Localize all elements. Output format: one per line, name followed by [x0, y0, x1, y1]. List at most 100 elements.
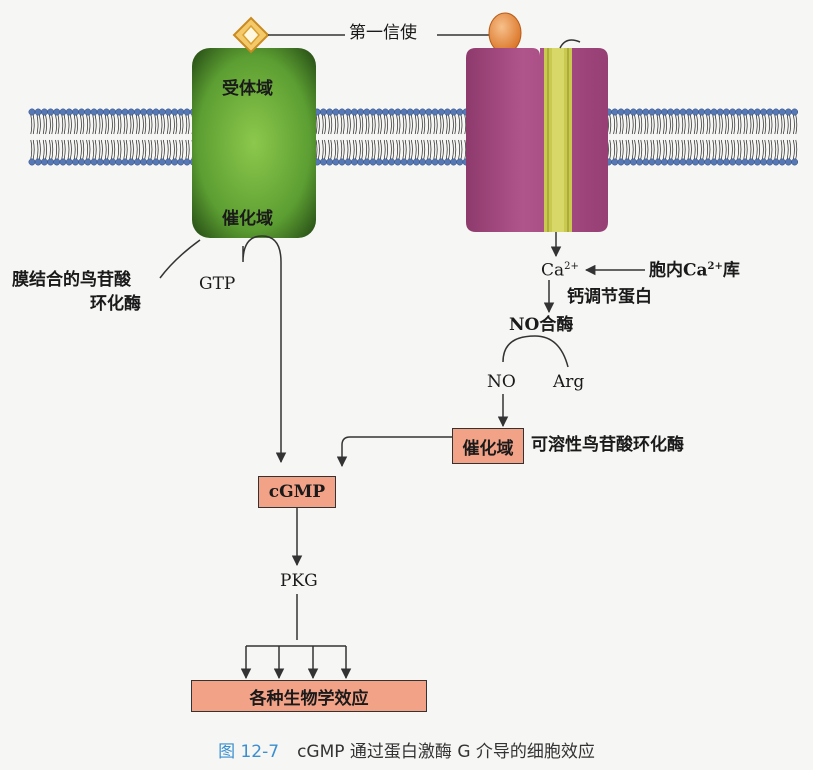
lipid-tail	[687, 139, 690, 160]
lipid-tail	[163, 139, 165, 160]
lipid-tail	[156, 114, 159, 135]
lipid-head	[152, 108, 160, 116]
lipid-tail	[342, 114, 345, 135]
lipid-tail	[789, 139, 791, 160]
lipid-tail	[318, 114, 320, 135]
lipid-tail	[61, 139, 64, 160]
lipid-tail	[452, 139, 454, 160]
lipid-tail	[640, 114, 643, 135]
lipid-head	[617, 158, 625, 166]
lipid-head	[28, 158, 36, 166]
lipid-tail	[70, 114, 72, 135]
lipid-tail	[439, 114, 442, 135]
lipid-head	[710, 108, 718, 116]
lipid-head	[704, 108, 712, 116]
lipid-head	[673, 158, 681, 166]
ligand-diamond-icon	[232, 16, 270, 54]
lipid-tail	[743, 114, 746, 135]
lipid-head	[716, 158, 724, 166]
lipid-tail	[733, 139, 736, 160]
arg-label: Arg	[553, 372, 585, 392]
lipid-tail	[398, 114, 401, 135]
lipid-tail	[154, 139, 157, 160]
biological-effects-box: 各种生物学效应	[191, 680, 427, 712]
lipid-head	[716, 108, 724, 116]
lipid-tail	[783, 114, 785, 135]
lipid-tail	[142, 114, 144, 135]
lipid-head	[177, 108, 185, 116]
lipid-tail	[739, 139, 742, 160]
lipid-head	[729, 158, 737, 166]
lipid-head	[611, 158, 619, 166]
lipid-tail	[727, 139, 729, 160]
calmodulin-label: 钙调节蛋白	[567, 287, 652, 307]
lipid-tail	[73, 139, 76, 160]
lipid-head	[146, 158, 154, 166]
lipid-tail	[111, 114, 113, 135]
lipid-head	[667, 108, 675, 116]
lipid-tail	[330, 114, 333, 135]
lipid-tail	[346, 139, 349, 160]
lipid-head	[784, 158, 792, 166]
lipid-head	[158, 158, 166, 166]
lipid-tail	[32, 139, 35, 160]
lipid-tail	[700, 114, 702, 135]
lipid-tail	[414, 114, 417, 135]
lipid-tail	[138, 114, 140, 135]
lipid-tail	[88, 139, 91, 160]
lipid-head	[338, 158, 346, 166]
lipid-head	[171, 158, 179, 166]
lipid-head	[357, 158, 365, 166]
lipid-tail	[634, 139, 636, 160]
soluble-gc-label: 可溶性鸟苷酸环化酶	[531, 435, 684, 455]
lipid-tail	[662, 114, 665, 135]
lipid-tail	[367, 114, 370, 135]
lipid-tail	[646, 114, 649, 135]
lipid-tail	[737, 114, 739, 135]
lipid-head	[388, 158, 396, 166]
lipid-head	[629, 108, 637, 116]
lipid-tail	[417, 114, 419, 135]
lipid-head	[28, 108, 36, 116]
lipid-tail	[150, 114, 153, 135]
lipid-tail	[390, 114, 392, 135]
lipid-tail	[355, 139, 357, 160]
lipid-head	[363, 108, 371, 116]
lipid-tail	[187, 114, 190, 135]
lipid-head	[456, 158, 464, 166]
lipid-tail	[442, 114, 444, 135]
lipid-head	[133, 158, 141, 166]
lipid-tail	[448, 114, 450, 135]
lipid-tail	[359, 114, 361, 135]
lipid-tail	[445, 114, 448, 135]
lipid-head	[350, 158, 358, 166]
lipid-tail	[613, 114, 615, 135]
lipid-tail	[156, 139, 159, 160]
lipid-tail	[625, 114, 628, 135]
lipid-head	[65, 108, 73, 116]
gtp-label: GTP	[199, 274, 236, 294]
ca-label: Ca2+	[541, 260, 579, 281]
lipid-tail	[677, 139, 680, 160]
lipid-head	[648, 108, 656, 116]
lipid-tail	[132, 114, 134, 135]
lipid-bilayer	[28, 108, 799, 166]
lipid-tail	[45, 139, 47, 160]
lipid-tail	[386, 114, 388, 135]
lipid-head	[394, 158, 402, 166]
lipid-tail	[408, 114, 411, 135]
lipid-tail	[383, 114, 386, 135]
lipid-head	[729, 108, 737, 116]
lipid-tail	[371, 114, 374, 135]
lipid-tail	[163, 114, 165, 135]
lipid-tail	[464, 114, 467, 135]
lipid-tail	[768, 114, 770, 135]
lipid-tail	[355, 114, 357, 135]
lipid-head	[741, 158, 749, 166]
lipid-tail	[55, 114, 57, 135]
lipid-tail	[435, 114, 438, 135]
lipid-tail	[402, 139, 405, 160]
lipid-tail	[755, 114, 758, 135]
lipid-tail	[733, 114, 736, 135]
lipid-head	[437, 108, 445, 116]
